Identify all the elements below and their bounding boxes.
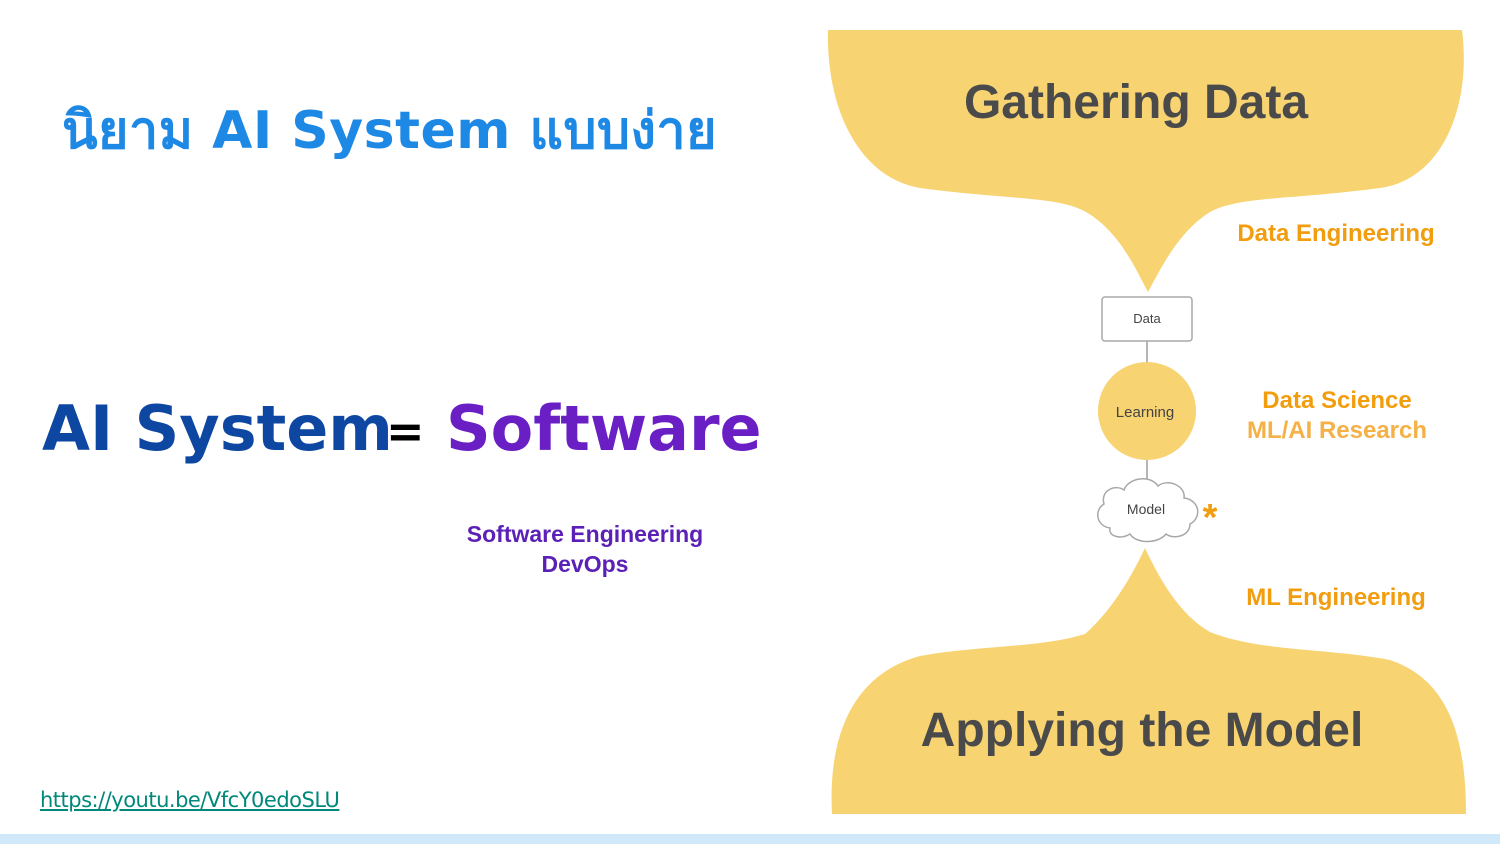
data-box [1101, 296, 1193, 342]
data-box-label: Data [1133, 311, 1161, 326]
applying-model-blob [831, 548, 1466, 814]
role-data-engineering: Data Engineering [1237, 220, 1434, 247]
role-ml-ai-research: ML/AI Research [1247, 417, 1427, 444]
youtube-link[interactable]: https://youtu.be/VfcY0edoSLU [40, 788, 340, 812]
bottom-bar [0, 834, 1500, 844]
role-ml-engineering: ML Engineering [1246, 584, 1426, 611]
gathering-data-label: Gathering Data [964, 76, 1308, 129]
applying-model-label: Applying the Model [921, 704, 1364, 757]
asterisk-mark: * [1203, 497, 1218, 539]
gathering-data-blob [827, 30, 1464, 292]
equation-right: Software [446, 392, 762, 465]
model-label: Model [1127, 501, 1165, 517]
role-data-science: Data Science [1262, 387, 1411, 414]
learning-circle [1098, 362, 1196, 460]
role-software-engineering: Software Engineering [466, 521, 704, 547]
equation-left: AI System [42, 392, 393, 465]
equation-sign: = [386, 404, 425, 458]
model-cloud [1097, 478, 1199, 543]
learning-label: Learning [1116, 404, 1174, 421]
role-devops: DevOps [541, 551, 629, 577]
page-title: นิยาม AI System แบบง่าย [62, 101, 718, 161]
